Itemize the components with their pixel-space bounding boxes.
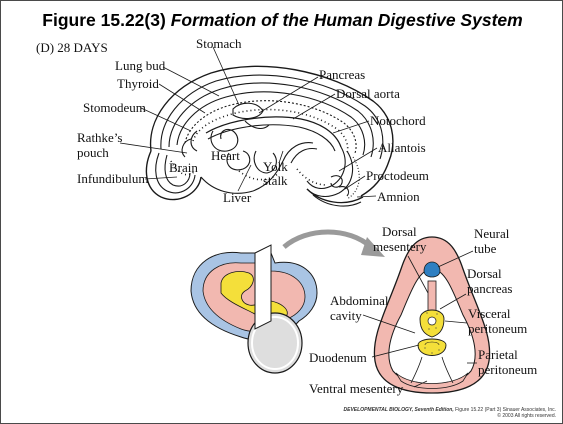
label-abdominal-2: cavity	[330, 309, 362, 323]
label-lung-bud: Lung bud	[115, 59, 165, 73]
label-rathkes-1: Rathke’s	[77, 131, 123, 145]
label-neural-tube-2: tube	[474, 242, 496, 256]
label-neural-tube-1: Neural	[474, 227, 509, 241]
lateral-schematic	[191, 245, 317, 373]
label-dorsal-pancreas-2: pancreas	[467, 282, 512, 296]
panel-label: (D) 28 DAYS	[36, 41, 108, 55]
label-proctodeum: Proctodeum	[366, 169, 429, 183]
label-brain: Brain	[169, 161, 198, 175]
label-stomodeum: Stomodeum	[83, 101, 146, 115]
label-notochord: Notochord	[370, 114, 426, 128]
label-yolk-2: stalk	[263, 174, 288, 188]
label-heart: Heart	[211, 149, 240, 163]
label-stomach: Stomach	[196, 37, 242, 51]
label-thyroid: Thyroid	[117, 77, 159, 91]
label-dorsal-pancreas-1: Dorsal	[467, 267, 502, 281]
label-ventral-mesentery: Ventral mesentery	[309, 382, 403, 396]
label-yolk-1: Yolk	[263, 160, 288, 174]
label-allantois: Allantois	[378, 141, 426, 155]
transition-arrow	[284, 232, 385, 257]
credit-rights: © 2003 All rights reserved.	[344, 413, 556, 419]
label-dorsal-mesentery-1: Dorsal	[382, 225, 417, 239]
label-dorsal-aorta: Dorsal aorta	[336, 87, 400, 101]
label-duodenum: Duodenum	[309, 351, 367, 365]
label-parietal-1: Parietal	[478, 348, 518, 362]
copyright-credit: DEVELOPMENTAL BIOLOGY, Seventh Edition, …	[344, 407, 556, 419]
label-parietal-2: peritoneum	[478, 363, 537, 377]
label-visceral-2: peritoneum	[468, 322, 527, 336]
credit-book-title: DEVELOPMENTAL BIOLOGY, Seventh Edition,	[344, 407, 454, 413]
label-dorsal-mesentery-2: mesentery	[373, 240, 426, 254]
label-liver: Liver	[223, 191, 251, 205]
label-abdominal-1: Abdominal	[330, 294, 389, 308]
label-amnion: Amnion	[377, 190, 420, 204]
label-infundibulum: Infundibulum	[77, 172, 149, 186]
label-visceral-1: Visceral	[468, 307, 511, 321]
label-rathkes-2: pouch	[77, 146, 109, 160]
label-pancreas: Pancreas	[319, 68, 365, 82]
